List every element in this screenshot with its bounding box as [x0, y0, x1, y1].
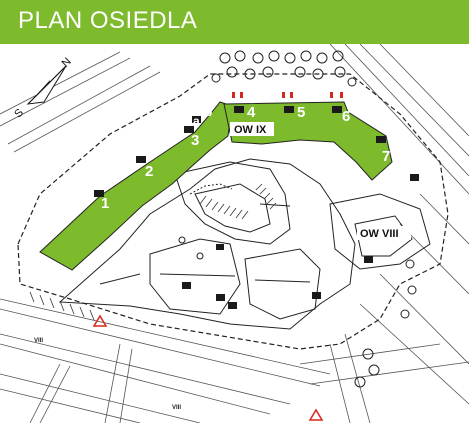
- building-number-5: 5: [297, 104, 305, 121]
- bus-stop-icon: [92, 314, 324, 421]
- building-number-6: 6: [342, 108, 350, 125]
- building-sub-label-b: b: [205, 105, 212, 119]
- street-label-1: VIII: [34, 338, 43, 344]
- area-label-ow-viii: OW VIII: [360, 228, 399, 240]
- header-bar: PLAN OSIEDLA: [0, 0, 469, 44]
- project-buildings: [39, 101, 393, 271]
- street-lines: [0, 44, 469, 423]
- site-map: 1 2 3 4 5 6 7 a b OW IX OW VIII VIII VII…: [0, 44, 469, 423]
- building-number-labels: 1 2 3 4 5 6 7: [101, 104, 390, 212]
- entrance-icon: [232, 92, 343, 98]
- building-number-1: 1: [101, 195, 109, 212]
- building-number-3: 3: [191, 132, 199, 149]
- building-number-7: 7: [382, 148, 390, 165]
- building-sub-label-a: a: [193, 114, 200, 128]
- page-title: PLAN OSIEDLA: [18, 7, 198, 34]
- building-number-2: 2: [145, 163, 153, 180]
- building-number-4: 4: [247, 104, 256, 121]
- tree-icon: [178, 50, 417, 388]
- parking-stripes: [29, 183, 277, 321]
- lower-blocks: [58, 158, 431, 330]
- staircase-icon: [94, 106, 419, 309]
- area-label-ow-ix: OW IX: [234, 124, 267, 136]
- site-boundary: [17, 73, 449, 350]
- building-wing-4-7: [223, 101, 393, 181]
- street-label-2: VIII: [172, 405, 181, 411]
